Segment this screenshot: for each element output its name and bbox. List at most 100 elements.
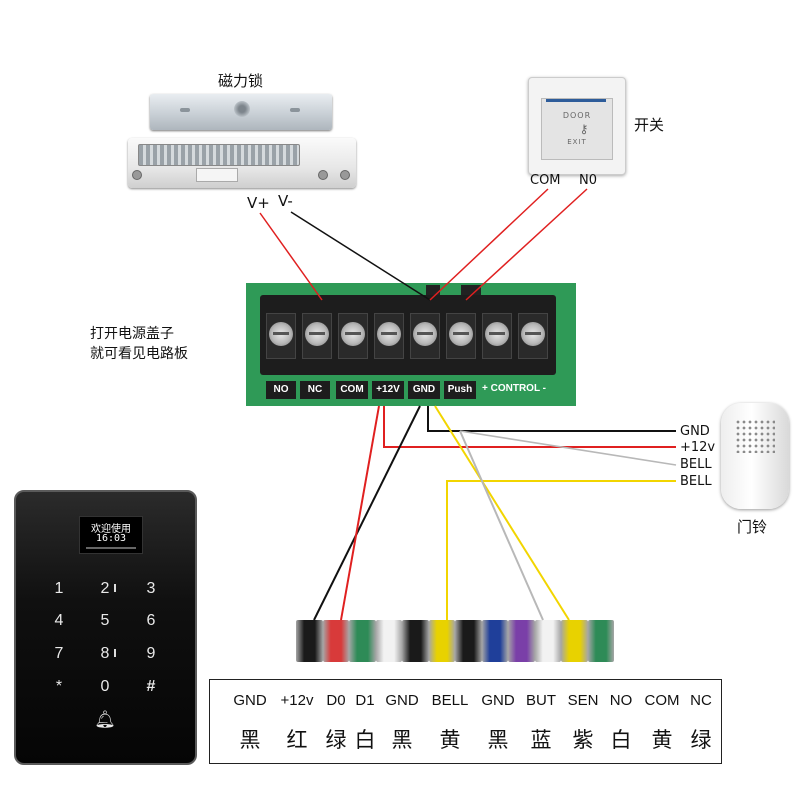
table-color-cell: 黄 — [651, 728, 673, 752]
terminal-screw-no — [266, 313, 296, 359]
wire-keypad-but — [434, 405, 570, 621]
wire-keypad-sen — [459, 430, 544, 621]
lock-magnet-face — [138, 144, 300, 166]
terminal-block — [260, 295, 556, 375]
key-0[interactable]: 0 — [100, 678, 110, 695]
wire-keypad-12v — [340, 405, 380, 621]
screen-welcome-text: 欢迎使用 — [91, 524, 131, 535]
screw — [318, 170, 328, 180]
table-terminal-cell: SEN — [567, 692, 599, 709]
table-color-cell: 黄 — [439, 728, 461, 752]
screw-icon — [377, 322, 401, 346]
screw-icon — [413, 322, 437, 346]
key-3[interactable]: 3 — [146, 580, 156, 597]
ribbon-core — [508, 620, 535, 662]
screw — [340, 170, 350, 180]
key-6[interactable]: 6 — [146, 612, 156, 629]
key-hash[interactable]: # — [146, 678, 156, 695]
ribbon-cable — [296, 620, 614, 662]
ribbon-core — [375, 620, 402, 662]
key-8[interactable]: 8 — [100, 645, 110, 662]
screw-icon — [341, 322, 365, 346]
key-star[interactable]: * — [55, 678, 63, 695]
key-indicator — [114, 584, 116, 592]
bell-icon[interactable]: 🔔︎ — [94, 710, 116, 729]
ribbon-core — [402, 620, 429, 662]
mount-hole — [234, 101, 250, 117]
board-component — [426, 285, 440, 295]
table-terminal-cell: D0 — [326, 692, 346, 709]
doorbell-wire-bell-2: BELL — [680, 474, 712, 489]
screen-time-text: 16:03 — [95, 533, 127, 544]
exit-button-door-text: DOOR — [562, 111, 592, 120]
terminal-screw-12v — [374, 313, 404, 359]
doorbell-wire-12v: +12v — [680, 440, 716, 455]
key-7[interactable]: 7 — [54, 645, 64, 662]
key-9[interactable]: 9 — [146, 645, 156, 662]
terminal-label-control: + CONTROL - — [482, 383, 546, 394]
screw-icon — [305, 322, 329, 346]
terminal-label-com: COM — [336, 381, 368, 399]
table-color-cell: 蓝 — [530, 728, 552, 752]
slot — [180, 108, 190, 112]
screen-date-strip — [86, 547, 136, 549]
table-terminal-cell: GND — [481, 692, 515, 709]
key-indicator — [114, 649, 116, 657]
table-color-cell: 绿 — [325, 728, 347, 752]
key-5[interactable]: 5 — [100, 612, 110, 629]
board-component — [461, 285, 481, 295]
doorbell-title: 门铃 — [737, 518, 768, 536]
table-terminal-cell: GND — [233, 692, 267, 709]
doorbell-wire-gnd: GND — [680, 424, 710, 439]
wire-bell-12v — [383, 406, 676, 448]
table-color-cell: 黑 — [391, 728, 413, 752]
exit-button-face — [541, 98, 613, 160]
exit-button-exit-text: EXIT — [567, 138, 587, 146]
table-terminal-cell: NO — [609, 692, 633, 709]
table-terminal-cell: GND — [385, 692, 419, 709]
table-color-cell: 紫 — [572, 728, 594, 752]
table-terminal-cell: BELL — [431, 692, 469, 709]
ribbon-core — [296, 620, 323, 662]
exit-button-device: DOOR ⚷ EXIT — [528, 77, 626, 175]
doorbell-wire-bell-1: BELL — [680, 457, 712, 472]
table-terminal-cell: BUT — [526, 692, 556, 709]
key-icon: ⚷ — [579, 122, 589, 136]
screw-icon — [269, 322, 293, 346]
terminal-screw-control-plus — [482, 313, 512, 359]
exit-button-title: 开关 — [634, 116, 665, 134]
ribbon-core — [455, 620, 482, 662]
magnetic-lock-title: 磁力锁 — [218, 72, 264, 90]
lock-v-plus-label: V+ — [247, 194, 270, 212]
key-1[interactable]: 1 — [54, 580, 64, 597]
table-terminal-cell: NC — [690, 692, 712, 709]
lock-sticker — [196, 168, 238, 182]
ribbon-core — [481, 620, 508, 662]
table-color-cell: 白 — [354, 728, 376, 752]
speaker-grill-icon — [735, 419, 775, 453]
terminal-screw-gnd — [410, 313, 440, 359]
magnetic-lock-body — [128, 138, 356, 188]
table-color-cell: 白 — [610, 728, 632, 752]
lock-v-minus-label: V- — [278, 192, 293, 210]
magnetic-lock-armature — [150, 94, 332, 130]
terminal-label-gnd: GND — [408, 381, 440, 399]
terminal-screw-control-minus — [518, 313, 548, 359]
ribbon-core — [534, 620, 561, 662]
ribbon-core — [587, 620, 614, 662]
keypad-screen: 欢迎使用 16:03 — [79, 516, 143, 554]
table-color-cell: 黑 — [487, 728, 509, 752]
table-color-cell: 绿 — [690, 728, 712, 752]
board-note-line2: 就可看见电路板 — [90, 346, 188, 362]
terminal-label-no: NO — [266, 381, 296, 399]
wire-bell-2 — [446, 480, 676, 620]
key-2[interactable]: 2 — [100, 580, 110, 597]
doorbell-device — [721, 403, 789, 509]
exit-button-accent — [546, 99, 606, 102]
key-4[interactable]: 4 — [54, 612, 64, 629]
ribbon-core — [322, 620, 349, 662]
wire-keypad-gnd — [313, 405, 421, 621]
terminal-screw-com — [338, 313, 368, 359]
terminal-label-push: Push — [444, 381, 476, 399]
